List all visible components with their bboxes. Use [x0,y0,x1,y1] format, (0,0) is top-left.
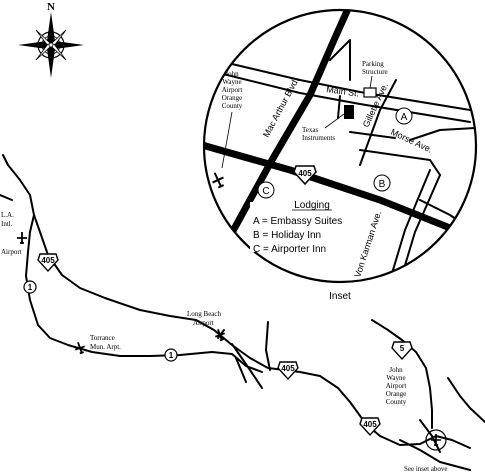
inset-airport-1: John [225,70,239,78]
marker-b: B [373,174,391,192]
inset-airport-2: Wayne [222,78,241,86]
la-airport-3: Airport [1,248,22,256]
ti-label-2: Instruments [302,134,335,142]
svg-text:1: 1 [28,283,33,292]
main-st-label: Main St. [326,84,360,98]
svg-text:5: 5 [400,344,405,353]
lodging-c: C = Airporter Inn [253,244,326,255]
shield-405-la: 405 [37,253,59,273]
inset-airport-5: County [222,102,243,110]
jwa-2: Wayne [386,374,405,382]
parking-label-2: Structure [362,68,388,76]
lodging-title: Lodging [294,200,330,211]
svg-text:405: 405 [298,169,312,178]
la-airport-2: Intl. [1,220,13,228]
see-inset-label: See inset above [404,465,448,473]
jwa-5: County [386,398,407,406]
long-beach-2: Airport [193,319,214,327]
inset-airport-icon [212,172,225,189]
shield-1-west: 1 [23,280,37,294]
jwa-3: Airport [386,382,407,390]
inset-caption: Inset [329,291,351,302]
i5-road [371,319,433,429]
regional-map: L.A. Intl. Airport Torrance Mun. Arpt. L… [0,154,485,473]
la-airport-icon [17,232,27,244]
svg-text:1: 1 [169,351,174,360]
svg-text:A: A [401,112,408,123]
lodging-b: B = Holiday Inn [253,230,321,241]
route-1-road [2,154,263,373]
compass-north-label: N [47,1,55,13]
inset-airport-4: Orange [222,94,243,102]
torrance-2: Mun. Arpt. [90,343,121,351]
i405-regional-road [33,214,471,449]
long-beach-airport-icon [214,329,226,342]
compass-rose: N [18,1,84,78]
svg-text:B: B [379,179,386,190]
morse-label: Morse Ave. [389,127,434,155]
marker-c: C [257,181,275,199]
inset-circle-border [202,8,478,284]
torrance-airport-icon [74,342,86,355]
lodging-a: A = Embassy Suites [253,216,342,227]
torrance-1: Torrance [90,334,115,342]
jwa-4: Orange [386,390,407,398]
ti-label-1: Texas [302,126,319,134]
svg-text:405: 405 [363,420,377,429]
inset-405-shield: 405 [293,165,317,186]
shield-1-south: 1 [164,348,178,362]
long-beach-1: Long Beach [187,310,222,318]
marker-a: A [395,107,413,125]
inset-airport-3: Airport [222,86,243,94]
jwa-1: John [389,366,403,374]
i405-inset-road [204,139,476,244]
svg-text:405: 405 [281,364,295,373]
la-airport-1: L.A. [1,211,14,219]
jwa-inset-circle [425,429,447,451]
shield-405-east: 405 [359,417,381,437]
inset-map: Mac Arthur Blvd. Main St. Gillette Ave. … [202,8,478,302]
shield-405-mid: 405 [277,361,299,381]
svg-text:405: 405 [41,256,55,265]
texas-instruments-building [344,105,354,119]
shield-5: 5 [391,341,413,361]
svg-text:C: C [262,186,269,197]
parking-label-1: Parking [362,60,384,68]
